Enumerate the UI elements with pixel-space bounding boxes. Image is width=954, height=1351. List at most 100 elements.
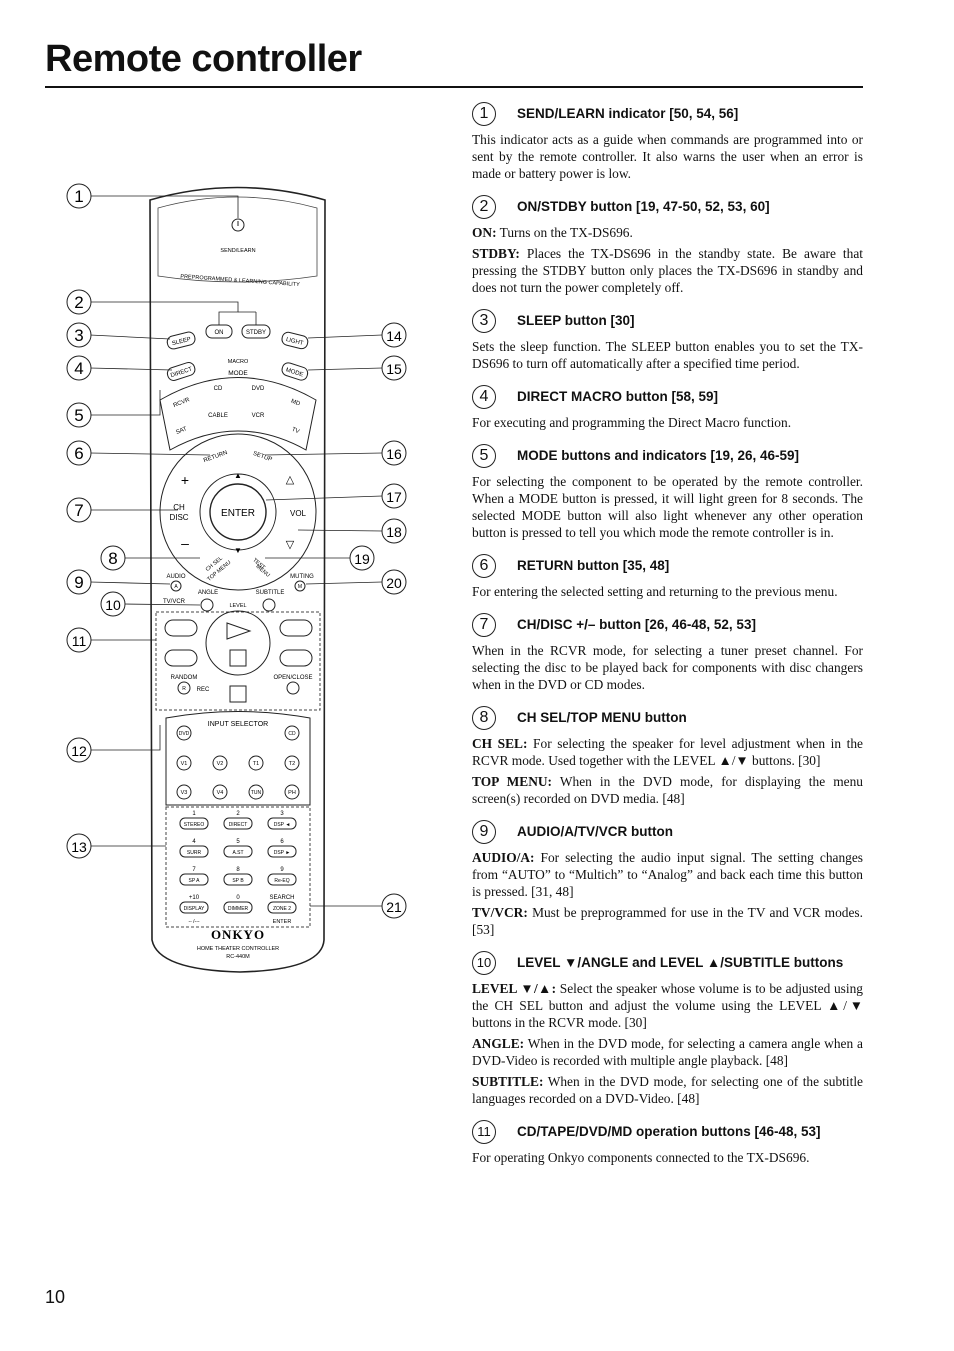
- next-button: [279, 649, 313, 667]
- level-up-button: [262, 598, 276, 612]
- remote-label: △: [286, 474, 295, 486]
- remote-shape: [66, 737, 92, 763]
- paragraph-text: Places the TX-DS696 in the standby state…: [472, 246, 863, 295]
- remote-label: T1: [253, 761, 259, 767]
- paragraph-text: For executing and programming the Direct…: [472, 415, 792, 430]
- ff-button: [279, 619, 313, 637]
- remote-label: TV: [291, 427, 300, 435]
- paragraph-lead: STDBY:: [472, 246, 520, 261]
- random-button: [177, 681, 191, 695]
- paragraph-text: Must be preprogrammed for use in the TV …: [472, 905, 863, 937]
- entry-paragraph: ON: Turns on the TX-DS696.: [472, 224, 863, 241]
- remote-label: V4: [217, 790, 224, 796]
- callout-9: 9: [74, 573, 83, 592]
- remote-shape: [284, 784, 300, 800]
- remote-shape: [381, 483, 407, 509]
- remote-shape: [100, 591, 126, 617]
- direct-macro-button: [166, 362, 196, 381]
- remote-shape: [297, 529, 383, 532]
- paragraph-text: For selecting the audio input signal. Th…: [472, 850, 863, 899]
- remote-body: [149, 186, 326, 973]
- remote-shape: [307, 367, 383, 371]
- remote-label: CD: [214, 386, 223, 392]
- callout-2: 2: [74, 293, 83, 312]
- entry-paragraph: For executing and programming the Direct…: [472, 414, 863, 431]
- remote-label: DISC: [169, 513, 188, 522]
- pause-button: [229, 685, 247, 703]
- remote-label: SEARCH: [269, 895, 294, 901]
- remote-label: -- /---: [188, 919, 199, 925]
- paragraph-lead: SUBTITLE:: [472, 1074, 544, 1089]
- remote-label: 5: [236, 839, 240, 845]
- entry-number: 10: [472, 950, 496, 975]
- callout-13: 13: [71, 839, 87, 855]
- remote-shape: [89, 581, 171, 585]
- remote-label: 1: [192, 811, 196, 817]
- paragraph-text: This indicator acts as a guide when comm…: [472, 132, 863, 181]
- paragraph-text: When in the RCVR mode, for selecting a t…: [472, 643, 863, 692]
- remote-shape: [176, 755, 192, 771]
- remote-label: TUN: [251, 790, 262, 796]
- remote-shape: [381, 322, 407, 348]
- remote-label: –: [181, 535, 189, 551]
- remote-label: SP A: [188, 878, 200, 884]
- remote-label: 6: [280, 839, 284, 845]
- remote-label: 8: [236, 867, 240, 873]
- entry-paragraph: For entering the selected setting and re…: [472, 583, 863, 600]
- remote-label: AUDIO: [166, 574, 185, 580]
- remote-label: +10: [189, 895, 200, 901]
- remote-label: STDBY: [246, 330, 266, 336]
- callout-18: 18: [386, 524, 402, 540]
- remote-shape: [100, 545, 126, 571]
- direction-pad: [199, 473, 277, 551]
- remote-shape: [267, 873, 297, 886]
- callout-7: 7: [74, 501, 83, 520]
- remote-label: ▽: [286, 539, 295, 551]
- remote-shape: [66, 627, 92, 653]
- remote-shape: [223, 817, 253, 830]
- remote-shape: [66, 322, 92, 348]
- remote-shape: [66, 355, 92, 381]
- paragraph-lead: AUDIO/A:: [472, 850, 535, 865]
- entry-paragraph: This indicator acts as a guide when comm…: [472, 131, 863, 182]
- remote-shape: [66, 183, 92, 209]
- remote-label: T2: [289, 761, 295, 767]
- entry-paragraph: STDBY: Places the TX-DS696 in the standb…: [472, 245, 863, 296]
- entry-number: 5: [472, 443, 496, 468]
- remote-shape: [223, 873, 253, 886]
- page-title: Remote controller: [45, 38, 362, 80]
- callout-1: 1: [74, 187, 83, 206]
- remote-shape: [305, 581, 383, 585]
- remote-shape: [66, 440, 92, 466]
- prev-button: [164, 649, 198, 667]
- remote-label: LEVEL: [229, 603, 246, 609]
- remote-label: DVD: [179, 731, 190, 737]
- entry-number: 1: [472, 101, 496, 126]
- callout-12: 12: [71, 743, 87, 759]
- light-button: [281, 331, 309, 350]
- entry-number: 6: [472, 553, 496, 578]
- remote-label: 4: [192, 839, 196, 845]
- remote-shape: [381, 569, 407, 595]
- remote-shape: [307, 334, 383, 339]
- remote-label: SUBTITLE: [256, 590, 285, 596]
- entry-paragraph: TV/VCR: Must be preprogrammed for use in…: [472, 904, 863, 938]
- remote-label: Re-EQ: [274, 878, 289, 884]
- entry-title: ON/STDBY button [19, 47-50, 52, 53, 60]: [517, 199, 770, 214]
- callout-17: 17: [386, 489, 402, 505]
- callout-4: 4: [74, 359, 83, 378]
- remote-svg: SEND/LEARN PREPROGRAMMED & LEARNING CAPA…: [66, 183, 407, 973]
- remote-label: A.ST: [232, 850, 243, 856]
- level-down-button: [200, 598, 214, 612]
- remote-label: ZONE 2: [273, 906, 291, 912]
- remote-label: PH: [288, 790, 296, 796]
- remote-label: DIRECT: [229, 822, 248, 828]
